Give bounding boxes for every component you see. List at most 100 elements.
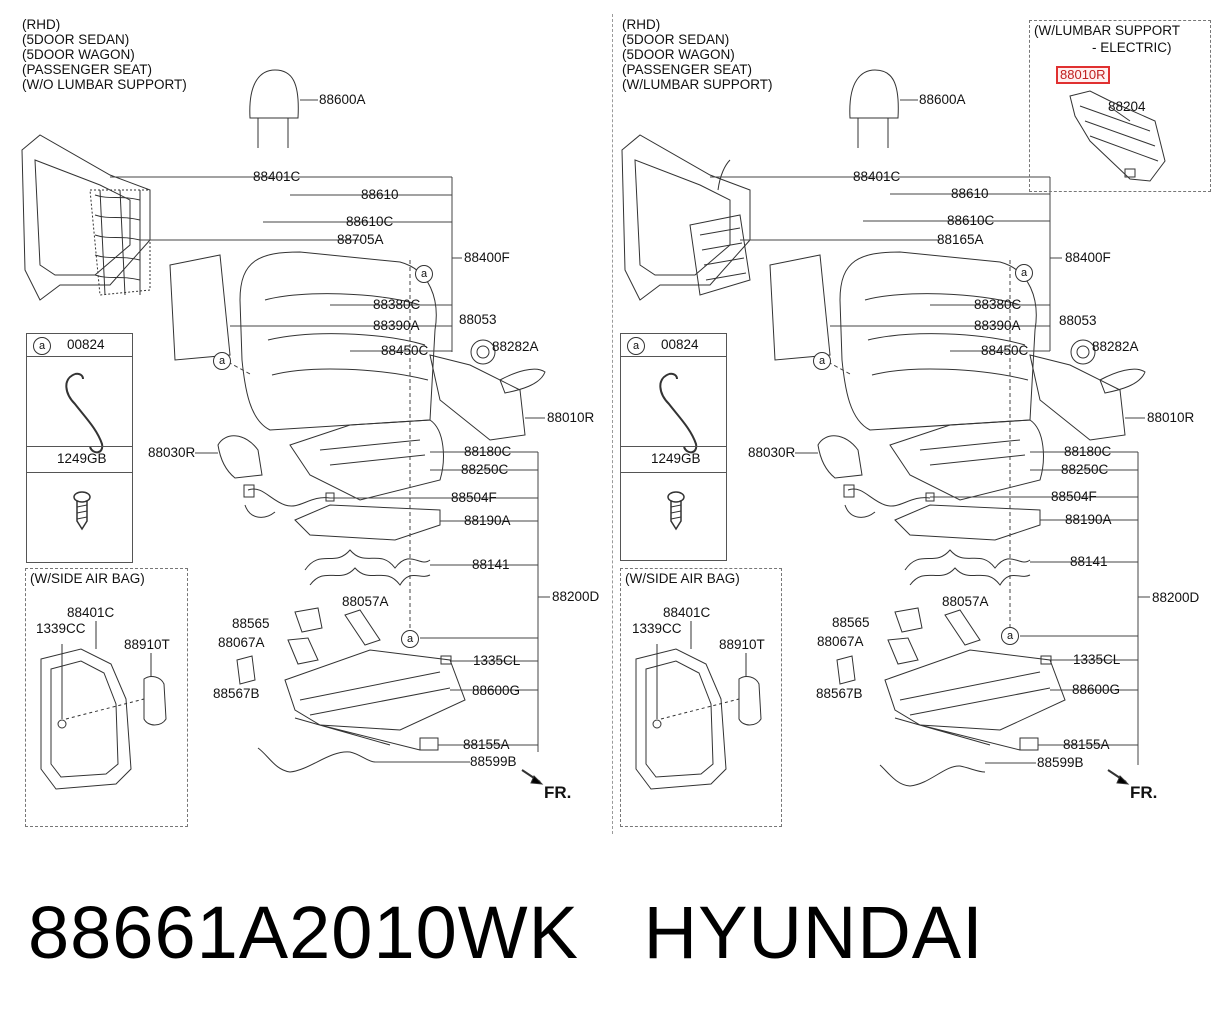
part-label: 88190A (1065, 512, 1112, 527)
airbag-variant-box: (W/SIDE AIR BAG) 88401C 1339CC 88910T (25, 568, 188, 827)
part-label: 88565 (832, 615, 870, 630)
fastener-inset: a 00824 1249GB (26, 333, 133, 563)
part-label: 88250C (461, 462, 509, 477)
brand-name: HYUNDAI (643, 891, 984, 974)
panel-divider (612, 14, 613, 834)
part-label: 88610 (361, 187, 399, 202)
part-label: 88030R (148, 445, 196, 460)
part-label: 88141 (472, 557, 510, 572)
part-label: 88600A (919, 92, 966, 107)
electric-lumbar-box: (W/LUMBAR SUPPORT - ELECTRIC) 88010R 882… (1029, 20, 1211, 192)
part-label: 88567B (213, 686, 260, 701)
screw-icon (73, 491, 91, 531)
callout-marker: a (813, 352, 831, 370)
part-label: 88401C (67, 605, 115, 620)
condition-line: (PASSENGER SEAT) (22, 62, 153, 77)
callout-marker: a (213, 352, 231, 370)
condition-list: (RHD) (5DOOR SEDAN) (5DOOR WAGON) (PASSE… (622, 17, 773, 92)
part-label: 88565 (232, 616, 270, 631)
lumbar-box-title: (W/LUMBAR SUPPORT (1034, 23, 1181, 38)
condition-line: (W/O LUMBAR SUPPORT) (22, 77, 187, 92)
part-label: 88390A (373, 318, 420, 333)
part-label: 88401C (853, 169, 901, 184)
inset-marker: a (627, 337, 645, 355)
part-label: 88400F (464, 250, 510, 265)
part-label: 88504F (451, 490, 497, 505)
condition-line: (W/LUMBAR SUPPORT) (622, 77, 773, 92)
part-label: 88567B (816, 686, 863, 701)
airbag-title: (W/SIDE AIR BAG) (30, 571, 145, 586)
part-label: 88030R (748, 445, 796, 460)
part-label: 88400F (1065, 250, 1111, 265)
callout-marker: a (1001, 627, 1019, 645)
part-label: 88910T (719, 637, 765, 652)
part-label: 88600G (1072, 682, 1121, 697)
part-label: 88067A (817, 634, 864, 649)
inset-marker: a (33, 337, 51, 355)
part-label: 88599B (1037, 755, 1084, 770)
part-label: 88180C (1064, 444, 1112, 459)
part-label: 1335CL (473, 653, 521, 668)
part-label: 88165A (937, 232, 984, 247)
part-label: 88450C (981, 343, 1029, 358)
airbag-frame-drawing (635, 621, 762, 790)
part-label: 88067A (218, 635, 265, 650)
part-number-title: 88661A2010WK HYUNDAI (28, 888, 984, 978)
part-label: 88600G (472, 683, 521, 698)
part-label: 88010R (547, 410, 595, 425)
part-label: 88282A (1092, 339, 1139, 354)
inset-part-label: 00824 (67, 337, 105, 352)
part-label: 88599B (470, 754, 517, 769)
seat-exploded-drawing (621, 69, 1150, 787)
part-label: 88057A (942, 594, 989, 609)
part-label: 88600A (319, 92, 366, 107)
condition-line: (PASSENGER SEAT) (622, 62, 753, 77)
diagram-panel-right: (RHD) (5DOOR SEDAN) (5DOOR WAGON) (PASSE… (600, 0, 1205, 845)
part-label: 88504F (1051, 489, 1097, 504)
part-label: 1335CL (1073, 652, 1121, 667)
lumbar-shield-drawing (1069, 90, 1166, 182)
condition-line: (5DOOR WAGON) (22, 47, 135, 62)
part-label: 88180C (464, 444, 512, 459)
airbag-frame-drawing (40, 621, 167, 790)
part-label: 88200D (552, 589, 600, 604)
highlighted-part-label[interactable]: 88010R (1056, 66, 1110, 84)
inset-part-label: 1249GB (57, 451, 107, 466)
diagram-panel-left: (RHD) (5DOOR SEDAN) (5DOOR WAGON) (PASSE… (0, 0, 605, 845)
callout-marker: a (415, 265, 433, 283)
part-label: 88141 (1070, 554, 1108, 569)
clip-icon (65, 372, 104, 454)
part-label: 88380C (373, 297, 421, 312)
inset-part-label: 1249GB (651, 451, 701, 466)
inset-part-label: 00824 (661, 337, 699, 352)
airbag-title: (W/SIDE AIR BAG) (625, 571, 740, 586)
part-label: 88390A (974, 318, 1021, 333)
condition-line: (RHD) (622, 17, 661, 32)
callout-marker: a (401, 630, 419, 648)
part-label: 88053 (1059, 313, 1097, 328)
clip-icon (659, 372, 698, 454)
part-label: 88401C (663, 605, 711, 620)
condition-line: (5DOOR SEDAN) (22, 32, 130, 47)
part-label: 88057A (342, 594, 389, 609)
lumbar-box-title: - ELECTRIC) (1092, 40, 1172, 55)
callout-marker: a (1015, 264, 1033, 282)
part-label: 88610C (947, 213, 995, 228)
screw-icon (667, 491, 685, 531)
part-label: 88705A (337, 232, 384, 247)
condition-list: (RHD) (5DOOR SEDAN) (5DOOR WAGON) (PASSE… (22, 17, 187, 92)
part-label: 88155A (463, 737, 510, 752)
part-label: 88155A (1063, 737, 1110, 752)
part-label: 88910T (124, 637, 170, 652)
part-label: 88053 (459, 312, 497, 327)
part-label: 1339CC (632, 621, 682, 636)
part-label: 88401C (253, 169, 301, 184)
part-label: 88010R (1147, 410, 1195, 425)
condition-line: (5DOOR SEDAN) (622, 32, 730, 47)
seat-exploded-drawing (21, 69, 550, 785)
part-label: 88450C (381, 343, 429, 358)
condition-line: (RHD) (22, 17, 61, 32)
part-number: 88661A2010WK (28, 891, 579, 974)
front-direction-label: FR. (1130, 783, 1158, 802)
fastener-inset: a 00824 1249GB (620, 333, 727, 561)
